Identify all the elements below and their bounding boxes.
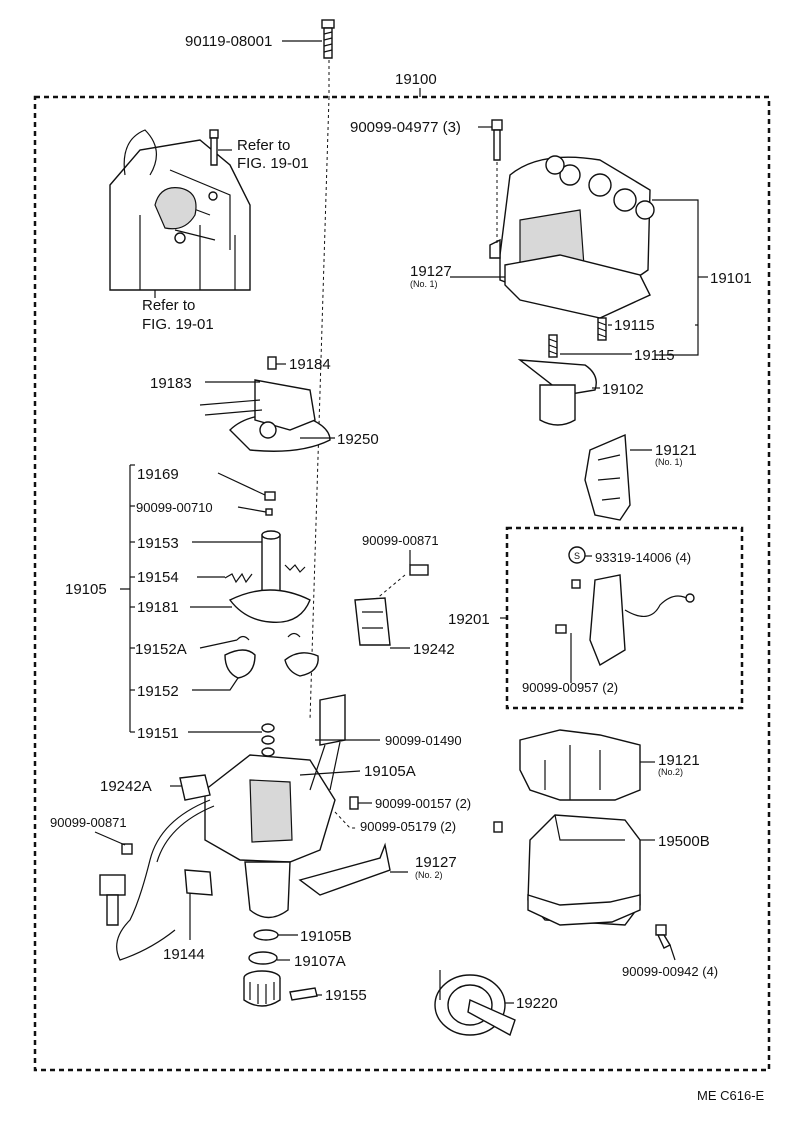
circled-s-icon: [568, 546, 586, 564]
pin-19155-icon: [289, 987, 318, 1001]
label-19183: 19183: [150, 375, 192, 392]
label-gasket-19127-no2-sub: (No. 2): [415, 870, 443, 880]
label-19242: 19242: [413, 641, 455, 658]
label-cap-19101: 19101: [710, 270, 752, 287]
label-screw-90099-04977: 90099-04977 (3): [350, 119, 461, 136]
label-rotor-19102: 19102: [602, 381, 644, 398]
screw-00157-icon: [349, 796, 359, 810]
screw-00942-icon: [655, 924, 671, 949]
assembly-19100-frame: [33, 95, 771, 1072]
cam-19153-icon: [261, 530, 281, 601]
screw-00871-left-icon: [121, 843, 133, 855]
screw-00871-mid-icon: [409, 564, 429, 576]
governor-weight-right-icon: [284, 652, 319, 677]
bracket-19242A-icon: [179, 774, 211, 801]
governor-weight-left-icon: [224, 649, 256, 679]
label-cover-19121-no2: 19121: [658, 752, 700, 769]
label-gasket-19127-no2: 19127: [415, 854, 457, 871]
label-cover-19121-no1: 19121: [655, 442, 697, 459]
cover-19121-no1-icon: [584, 433, 631, 521]
label-19105B: 19105B: [300, 928, 352, 945]
label-19152A: 19152A: [135, 641, 187, 658]
spring-19154-icon: [224, 564, 306, 584]
engine-reference-illustration: [109, 129, 251, 291]
label-screw-90099-00157: 90099-00157 (2): [375, 796, 471, 811]
label-19154: 19154: [137, 569, 179, 586]
label-19250: 19250: [337, 431, 379, 448]
label-gasket-19127-no1: 19127: [410, 263, 452, 280]
label-screw-90099-00871-left: 90099-00871: [50, 815, 127, 830]
cover-19500B-icon: [527, 814, 641, 926]
label-19201: 19201: [448, 611, 490, 628]
label-screw-19184: 19184: [289, 356, 331, 373]
label-spring-19115-upper: 19115: [614, 317, 655, 334]
screw-00710-icon: [265, 508, 273, 516]
spring-19115-lower-icon: [548, 334, 558, 358]
label-19500B: 19500B: [658, 833, 710, 850]
label-bolt-90119-08001: 90119-08001: [185, 33, 272, 50]
distributor-housing-icon: [204, 694, 346, 919]
label-19169: 19169: [137, 466, 179, 483]
bracket-19242-icon: [354, 597, 391, 646]
label-refer-lower-1: Refer to: [142, 297, 195, 314]
small-bolt-ref-icon: [209, 129, 219, 166]
label-19155: 19155: [325, 987, 367, 1004]
label-refer-lower-2: FIG. 19-01: [142, 316, 214, 333]
label-19220: 19220: [516, 995, 558, 1012]
label-screw-90099-00942: 90099-00942 (4): [622, 964, 718, 979]
label-refer-upper-2: FIG. 19-01: [237, 155, 309, 172]
label-screw-90099-00710: 90099-00710: [136, 500, 213, 515]
cap-screw-icon: [491, 119, 503, 161]
gasket-no1-icon: [504, 254, 651, 319]
label-19151: 19151: [137, 725, 179, 742]
cover-19121-no2-icon: [519, 729, 641, 801]
label-assembly-19100: 19100: [395, 71, 437, 88]
label-19105A: 19105A: [364, 763, 416, 780]
bolt-90119-08001-icon: [321, 19, 335, 59]
label-19152: 19152: [137, 683, 179, 700]
gasket-no2-icon: [298, 842, 391, 896]
label-19242A: 19242A: [100, 778, 152, 795]
label-19144: 19144: [163, 946, 205, 963]
label-clip-93319-14006: 93319-14006 (4): [595, 550, 691, 565]
clip-19169-icon: [264, 491, 276, 501]
label-19153: 19153: [137, 535, 179, 552]
pickup-coil-assembly-icon: [199, 356, 331, 452]
label-19181: 19181: [137, 599, 179, 616]
label-refer-upper-1: Refer to: [237, 137, 290, 154]
drive-gear-icon: [243, 970, 281, 1007]
label-cover-19121-no2-sub: (No.2): [658, 767, 683, 777]
label-screw-90099-01490: 90099-01490: [385, 733, 462, 748]
igniter-19201-icon: [555, 574, 695, 667]
label-19105: 19105: [65, 581, 107, 598]
vacuum-advance-icon: [434, 970, 516, 1037]
label-cover-19121-no1-sub: (No. 1): [655, 457, 683, 467]
o-ring-19105B-icon: [253, 929, 279, 941]
label-screw-90099-00957: 90099-00957 (2): [522, 680, 618, 695]
label-circled-s: S: [574, 551, 580, 561]
washer-19107A-icon: [248, 951, 278, 965]
governor-plate-19181-icon: [228, 589, 311, 624]
wiring-harness-icon: [99, 799, 215, 961]
label-19107A: 19107A: [294, 953, 346, 970]
figure-code: ME C616-E: [697, 1088, 765, 1103]
label-gasket-19127-no1-sub: (No. 1): [410, 279, 438, 289]
spring-19115-upper-icon: [597, 317, 607, 341]
label-screw-90099-05179: 90099-05179 (2): [360, 819, 456, 834]
label-spring-19115-lower: 19115: [634, 347, 675, 364]
rotor-icon: [517, 359, 597, 426]
label-screw-90099-00871-mid: 90099-00871: [362, 533, 439, 548]
shaft-rings-19151-icon: [261, 723, 275, 757]
screw-05179-icon: [493, 821, 503, 833]
